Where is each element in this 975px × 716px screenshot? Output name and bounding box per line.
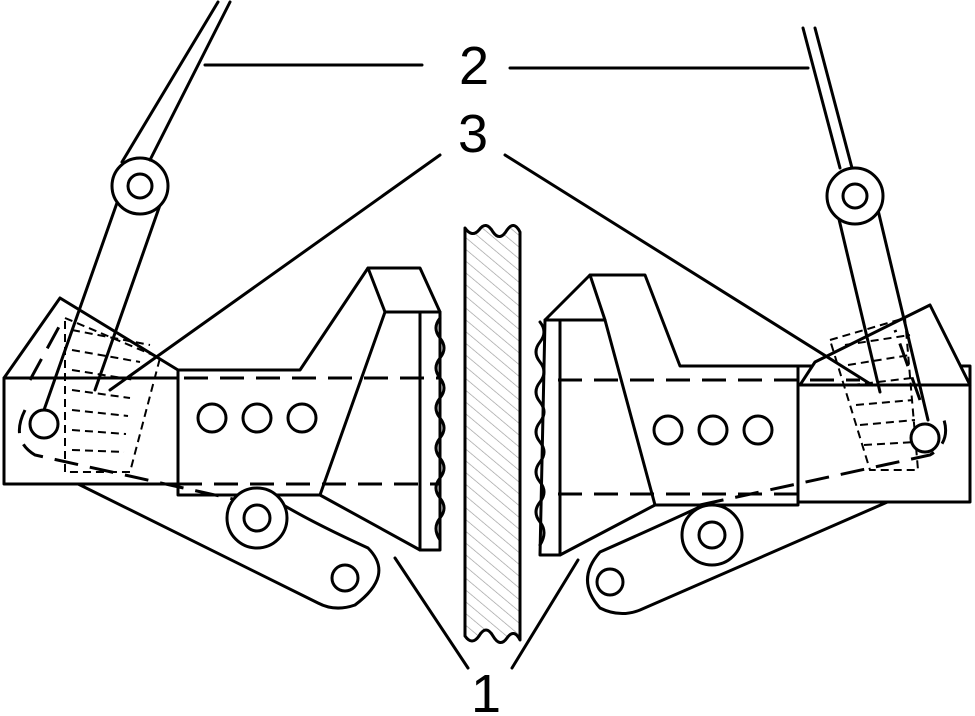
label-jaw: 1: [471, 664, 501, 716]
leader-wedge-right: [503, 153, 874, 387]
left-roller-inner-icon: [242, 503, 272, 533]
leader-jaw-left: [393, 556, 470, 670]
left-hole-2-icon: [241, 402, 273, 434]
right-rod: [801, 26, 854, 170]
right-clamp-plate: [538, 273, 800, 557]
left-end-pivot-icon: [28, 408, 60, 440]
right-jaw: [534, 318, 562, 557]
right-link-pivot-inner-icon: [841, 182, 869, 210]
leader-wedge-left: [108, 153, 442, 392]
right-hole-3-icon: [742, 414, 774, 446]
right-arm-pin-icon: [595, 567, 625, 597]
left-hole-3-icon: [286, 402, 318, 434]
left-link-pivot-inner-icon: [126, 172, 154, 200]
right-assembly: [534, 26, 972, 615]
left-arm-pin-icon: [330, 563, 360, 593]
left-hole-1-icon: [196, 402, 228, 434]
leader-lines: [108, 63, 874, 670]
left-hidden-lines: [4, 324, 440, 507]
label-rod: 2: [459, 36, 489, 96]
leader-jaw-right: [510, 558, 580, 670]
left-assembly: [2, 0, 446, 610]
right-wedge: [828, 316, 920, 471]
right-roller: [680, 503, 744, 567]
right-end-pivot-icon: [909, 422, 941, 454]
left-clamp-plate: [176, 266, 442, 552]
left-link: [42, 156, 170, 412]
right-roller-inner-icon: [697, 520, 727, 550]
right-hole-1-icon: [652, 414, 684, 446]
rail: [463, 224, 522, 644]
right-hidden-lines: [558, 329, 948, 507]
left-wedge: [64, 316, 162, 473]
left-roller: [225, 486, 289, 550]
left-jaw: [418, 310, 446, 552]
right-link: [825, 166, 930, 422]
left-end-block: [2, 296, 184, 486]
label-wedge: 3: [458, 104, 488, 164]
right-hole-2-icon: [697, 414, 729, 446]
left-rod: [120, 0, 232, 164]
